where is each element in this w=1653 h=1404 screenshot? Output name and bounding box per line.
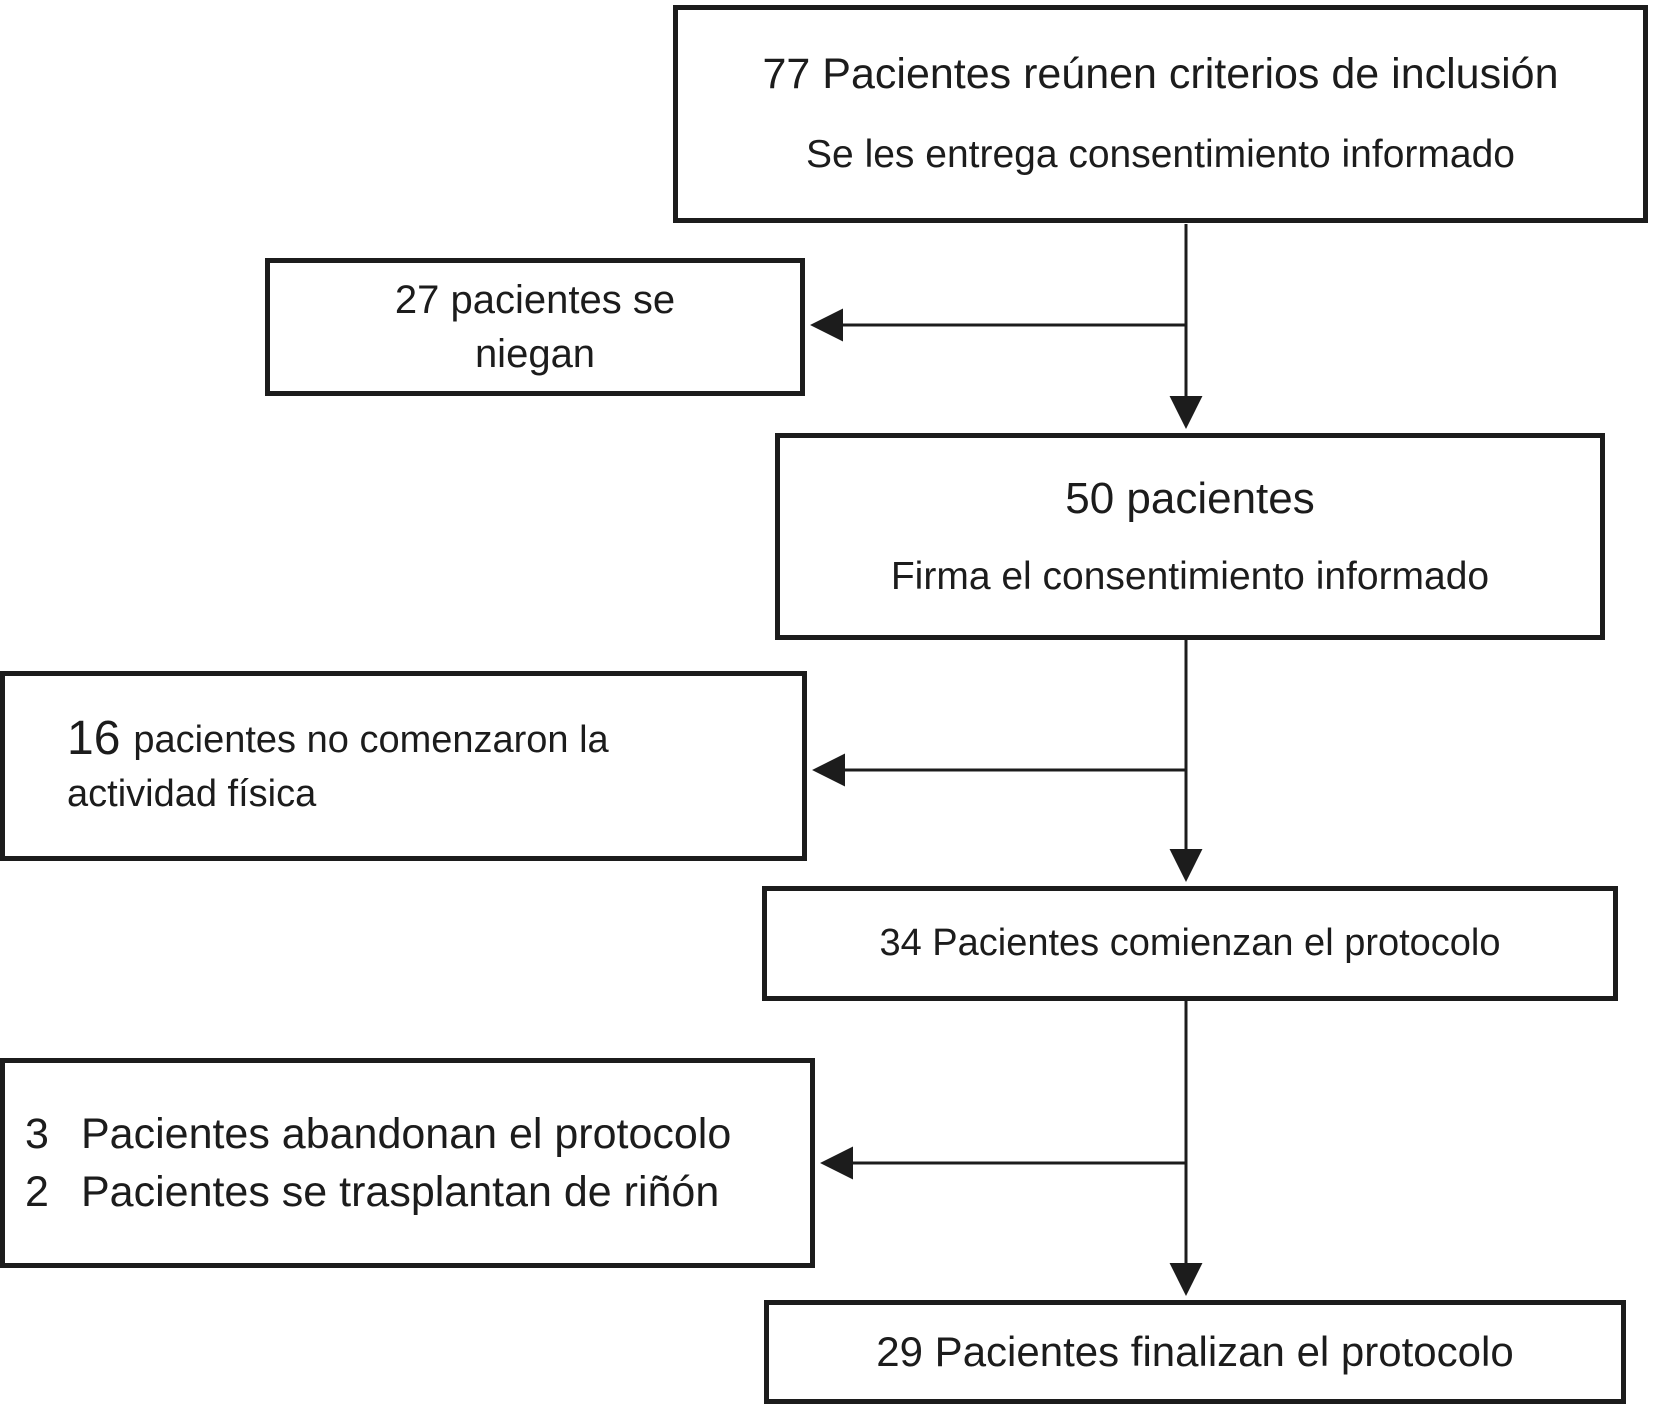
inclusion-heading: 77 Pacientes reúnen criterios de inclusi… xyxy=(762,50,1559,99)
inclusion-subtext: Se les entrega consentimiento informado xyxy=(806,133,1515,177)
box-withdrawn-transplanted: 3 Pacientes abandonan el protocolo 2 Pac… xyxy=(0,1058,815,1268)
box-not-started-activity: 16 pacientes no comenzaron la actividad f… xyxy=(0,671,807,861)
not-started-line2: actividad física xyxy=(67,772,317,815)
refused-line1: 27 pacientes se xyxy=(394,278,676,322)
not-started-text: pacientes no comenzaron la xyxy=(133,718,609,761)
box-patients-refused: 27 pacientes se niegan xyxy=(265,258,805,396)
refused-line2: niegan xyxy=(474,332,596,376)
withdrawn-row1-text: Pacientes abandonan el protocolo xyxy=(81,1110,732,1158)
withdrawn-row1-count: 3 xyxy=(25,1110,49,1158)
started-text: 34 Pacientes comienzan el protocolo xyxy=(879,921,1501,964)
withdrawn-row2: 2 Pacientes se trasplantan de riñón xyxy=(25,1163,719,1221)
box-started-protocol: 34 Pacientes comienzan el protocolo xyxy=(762,886,1618,1001)
not-started-count: 16 xyxy=(67,711,121,765)
withdrawn-row1: 3 Pacientes abandonan el protocolo xyxy=(25,1105,731,1163)
box-inclusion-criteria: 77 Pacientes reúnen criterios de inclusi… xyxy=(673,5,1648,223)
signed-heading: 50 pacientes xyxy=(1065,474,1315,524)
box-finished-protocol: 29 Pacientes finalizan el protocolo xyxy=(764,1300,1626,1404)
withdrawn-row2-text: Pacientes se trasplantan de riñón xyxy=(81,1168,720,1216)
finished-text: 29 Pacientes finalizan el protocolo xyxy=(876,1327,1514,1375)
box-signed-consent: 50 pacientes Firma el consentimiento inf… xyxy=(775,433,1605,640)
signed-subtext: Firma el consentimiento informado xyxy=(890,555,1490,599)
withdrawn-row2-count: 2 xyxy=(25,1168,49,1216)
not-started-line1: 16 pacientes no comenzaron la xyxy=(67,712,609,767)
